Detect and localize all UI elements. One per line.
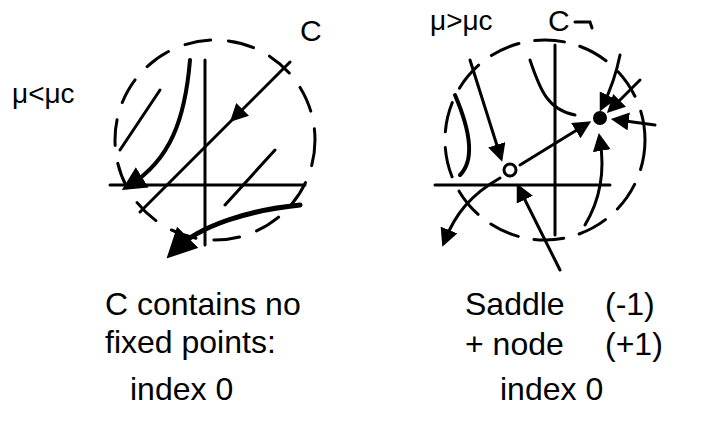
trajectory: [520, 125, 585, 165]
closed-curve: [445, 40, 645, 240]
node-point: [594, 112, 606, 124]
saddle-point: [504, 164, 516, 176]
axis: [435, 184, 610, 187]
trajectory: [225, 150, 275, 205]
phase-plane-left: [110, 40, 315, 250]
trajectory: [445, 178, 500, 240]
trajectory: [618, 120, 655, 125]
curve-label: C: [548, 2, 570, 40]
trajectory: [585, 140, 602, 225]
bracket: [575, 22, 592, 28]
index-value: (-1): [605, 285, 655, 323]
closed-curve: [115, 40, 315, 240]
trajectory: [120, 90, 160, 150]
parameter-label: μ>μc: [430, 2, 493, 40]
index-text: index 0: [500, 370, 603, 408]
curve-label: C: [300, 12, 322, 50]
index-text: index 0: [130, 370, 233, 408]
trajectory: [530, 60, 575, 115]
caption-text: Saddle: [465, 285, 565, 323]
trajectory: [175, 205, 300, 250]
trajectory: [470, 60, 500, 155]
caption-text: C contains no fixed points:: [105, 285, 360, 361]
axis: [204, 60, 207, 245]
trajectory: [603, 55, 620, 105]
caption-text: + node: [465, 325, 564, 363]
trajectory: [235, 62, 290, 117]
axis: [110, 184, 305, 187]
parameter-label: μ<μc: [12, 75, 75, 113]
trajectory: [520, 190, 560, 270]
index-value: (+1): [605, 325, 663, 363]
phase-plane-right: [435, 22, 655, 270]
trajectory: [612, 80, 640, 108]
trajectory: [455, 95, 469, 175]
axis: [554, 45, 557, 235]
